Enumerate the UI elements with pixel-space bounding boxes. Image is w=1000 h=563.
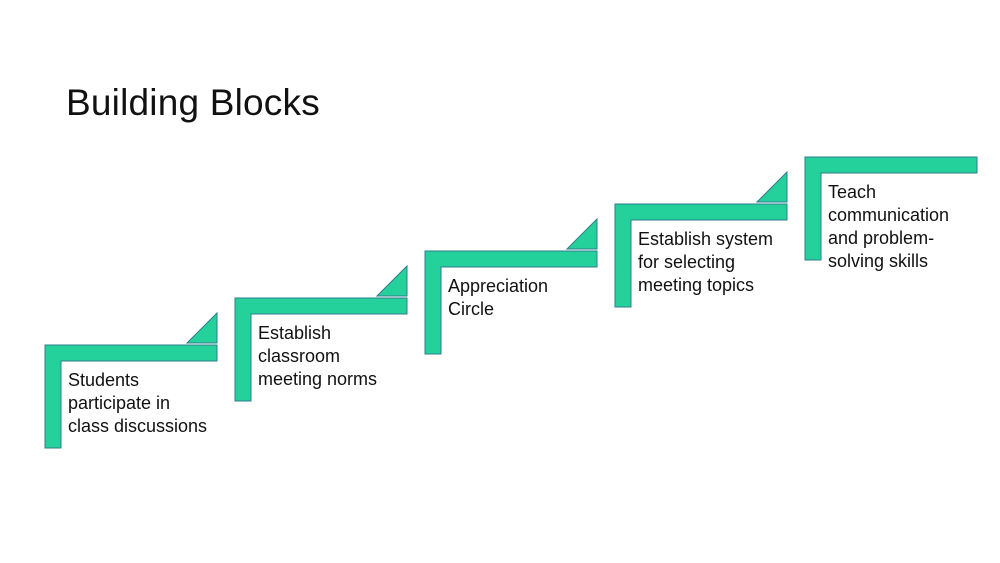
step-block-2: [234, 264, 408, 402]
step-bracket: [614, 203, 788, 308]
step-bracket: [234, 297, 408, 402]
step-corner-triangle: [565, 217, 598, 250]
step-label-1: Students participate in class discussion…: [68, 370, 208, 436]
step-block-3: [424, 217, 598, 355]
step-label-5: Teach communication and problem- solving…: [828, 182, 950, 271]
step-block-1: [44, 311, 218, 449]
step-block-4: [614, 170, 788, 308]
step-corner-triangle: [755, 170, 788, 203]
slide-title: Building Blocks: [66, 82, 320, 123]
step-block-5: [804, 156, 978, 261]
step-bracket: [44, 344, 218, 449]
step-label-4: Establish system for selecting meeting t…: [638, 229, 774, 295]
step-corner-triangle: [185, 311, 218, 344]
step-corner-triangle: [375, 264, 408, 297]
step-label-2: Establish classroom meeting norms: [258, 323, 378, 389]
step-bracket: [804, 156, 978, 261]
step-label-3: Appreciation Circle: [448, 276, 549, 319]
step-bracket: [424, 250, 598, 355]
